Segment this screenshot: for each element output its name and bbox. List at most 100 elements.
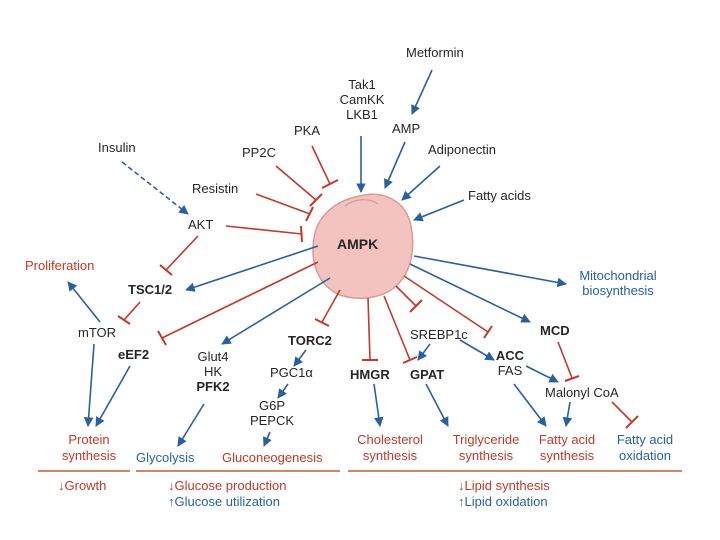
pp2c-label: PP2C [242, 145, 276, 160]
summary-glucose-group: ↓Glucose production ↑Glucose utilization [168, 478, 287, 509]
ampk-blob [312, 193, 414, 299]
arrow-pfk2-glycolysis [177, 403, 205, 447]
amp-label: AMP [392, 121, 421, 136]
ampk-label: AMPK [337, 236, 379, 252]
arrow-metformin-amp [411, 69, 433, 115]
mtor-label: mTOR [78, 325, 117, 340]
torc2-label: TORC2 [288, 333, 332, 348]
fa-synthesis-line-1: Fatty acid [538, 432, 596, 447]
arrow-malonyl-fasynthesis [562, 401, 573, 427]
inhibit-akt-ampk-bar [300, 225, 303, 243]
mcd-label: MCD [540, 323, 570, 338]
outcome-glycolysis: Glycolysis [136, 450, 195, 465]
arrow-fas-fasynthesis [513, 383, 547, 427]
inhibit-ampk-gpat-bar [402, 356, 418, 364]
fas-label: FAS [497, 362, 523, 378]
inhibit-ampk-gpat [383, 295, 411, 361]
pgc1a-label: PGC1α [270, 365, 313, 380]
mito-line-1: Mitochondrial [579, 268, 657, 283]
glut4-label: Glut4 [197, 349, 229, 364]
arrow-mtor-protein [83, 343, 95, 427]
protein-line-1: Protein [68, 432, 110, 447]
kinases-label: Tak1 CamKK LKB1 [334, 77, 390, 123]
arrow-pgc1a-g6p [277, 383, 289, 399]
acc-label: ACC [495, 348, 525, 363]
inhibit-ampk-srebp1c [395, 285, 417, 307]
inhibit-ampk-torc2-bar [314, 318, 330, 327]
inhibit-ampk-acc [403, 275, 489, 333]
pfk2-label: PFK2 [196, 378, 230, 394]
malonyl-coa-label: Malonyl CoA [545, 385, 619, 400]
fa-synthesis-line-2: synthesis [539, 447, 595, 463]
cholesterol-line-2: synthesis [362, 447, 418, 463]
insulin-label: Insulin [98, 140, 136, 155]
outcome-cholesterol-synthesis: Cholesterol synthesis [350, 432, 430, 463]
fa-oxidation-line-1: Fatty acid [616, 432, 674, 447]
arrow-hmgr-cholesterol [373, 383, 384, 427]
inhibit-akt-tsc [165, 235, 199, 271]
ampk-blob-notch [344, 199, 379, 207]
summary-glucose-utilization: ↑Glucose utilization [168, 493, 280, 509]
summary-lipid-group: ↓Lipid synthesis ↑Lipid oxidation [458, 478, 550, 509]
kinase-camkk: CamKK [339, 91, 385, 107]
arrow-ampk-glut4 [221, 277, 331, 345]
akt-label: AKT [188, 217, 214, 232]
inhibit-pp2c-ampk-bar [309, 193, 323, 207]
summary-glucose-production: ↓Glucose production [168, 478, 287, 493]
pka-label: PKA [294, 123, 321, 138]
inhibit-malonyl-faoxidation-bar [625, 415, 639, 429]
resistin-label: Resistin [192, 181, 239, 196]
outcome-gluconeogenesis: Gluconeogenesis [222, 450, 323, 465]
outcome-triglyceride-synthesis: Triglyceride synthesis [444, 432, 528, 463]
hk-label: HK [203, 363, 223, 379]
summary-lipid-oxidation: ↑Lipid oxidation [458, 493, 548, 509]
proliferation-label: Proliferation [25, 258, 95, 273]
mito-line-2: biosynthesis [582, 282, 654, 298]
arrow-amp-ampk [384, 141, 406, 189]
summary-lipid-synthesis: ↓Lipid synthesis [458, 478, 550, 493]
protein-line-2: synthesis [61, 447, 117, 463]
arrow-mtor-proliferation [67, 281, 101, 323]
kinase-tak1: Tak1 [348, 77, 376, 92]
arrow-fattyacids-ampk [413, 199, 465, 222]
lipogenic-enzymes-group: ACC FAS [490, 348, 530, 379]
inhibit-ampk-srebp1c-bar [409, 299, 423, 313]
cholesterol-line-1: Cholesterol [357, 432, 423, 447]
gluconeo-enzymes-group: G6P PEPCK [244, 398, 300, 429]
inhibit-akt-tsc-bar [159, 264, 173, 276]
rule-lipid [348, 470, 682, 472]
arrow-srebp1c-acc [459, 339, 495, 361]
inhibit-pka-ampk-bar [321, 179, 339, 189]
srebp1c-label: SREBP1c [410, 327, 468, 342]
tsc-label: TSC1/2 [128, 282, 173, 297]
arrow-acc-malonyl [525, 365, 559, 383]
arrow-ampk-mito [413, 255, 567, 288]
outcome-fatty-acid-synthesis: Fatty acid synthesis [530, 432, 604, 463]
glucose-uptake-group: Glut4 HK PFK2 [186, 349, 240, 395]
arrow-adiponectin-ampk [401, 165, 441, 201]
arrow-ampk-mcd [409, 263, 531, 323]
hmgr-label: HMGR [350, 367, 390, 382]
inhibit-mcd-malonyl-bar [564, 375, 580, 382]
arrow-torc2-pgc1a [293, 349, 307, 367]
outcome-protein-synthesis: Protein synthesis [52, 432, 126, 463]
arrow-gpat-triglyceride [425, 383, 449, 427]
outcome-fatty-acid-oxidation: Fatty acid oxidation [608, 432, 682, 463]
inhibit-ampk-eef2 [161, 261, 319, 339]
arrow-insulin-akt [121, 161, 189, 215]
mito-biosynthesis-label: Mitochondrial biosynthesis [570, 268, 666, 299]
inhibit-pp2c-ampk [275, 165, 317, 201]
inhibit-malonyl-faoxidation [611, 401, 633, 423]
inhibit-resistin-ampk-bar [305, 206, 314, 222]
inhibit-resistin-ampk [255, 193, 311, 215]
arrow-pepck-gluconeo [262, 431, 272, 447]
inhibit-ampk-torc2 [321, 289, 341, 323]
eef2-label: eEF2 [118, 347, 150, 362]
arrow-ampk-tsc [185, 245, 319, 292]
inhibit-tsc-mtor-bar [117, 315, 131, 325]
inhibit-mcd-malonyl [557, 341, 573, 379]
gpat-label: GPAT [410, 367, 445, 382]
pepck-label: PEPCK [249, 412, 295, 428]
